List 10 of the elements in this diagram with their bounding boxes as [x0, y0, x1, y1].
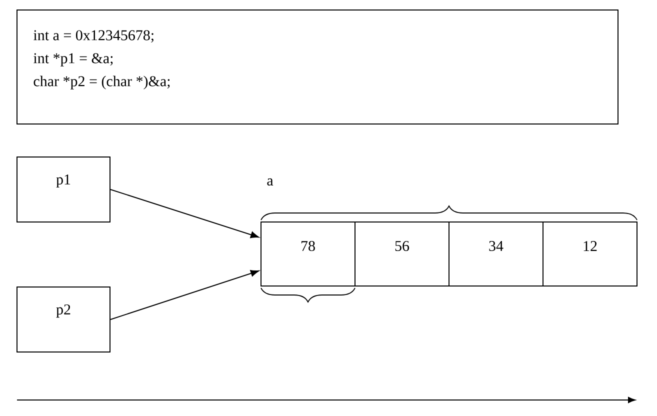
memory-cell: 12 — [542, 222, 638, 286]
variable-label: a — [267, 178, 274, 186]
pointer-box: p2 — [16, 286, 110, 352]
pointer-box: p1 — [16, 156, 110, 222]
arrow — [110, 189, 260, 238]
code-box: int a = 0x12345678; int *p1 = &a; char *p2 = (char *)&a; — [16, 10, 618, 124]
memory-cell: 56 — [354, 222, 450, 286]
memory-cell: 34 — [448, 222, 544, 286]
memory-cell: 78 — [260, 222, 356, 286]
arrow — [110, 270, 260, 320]
